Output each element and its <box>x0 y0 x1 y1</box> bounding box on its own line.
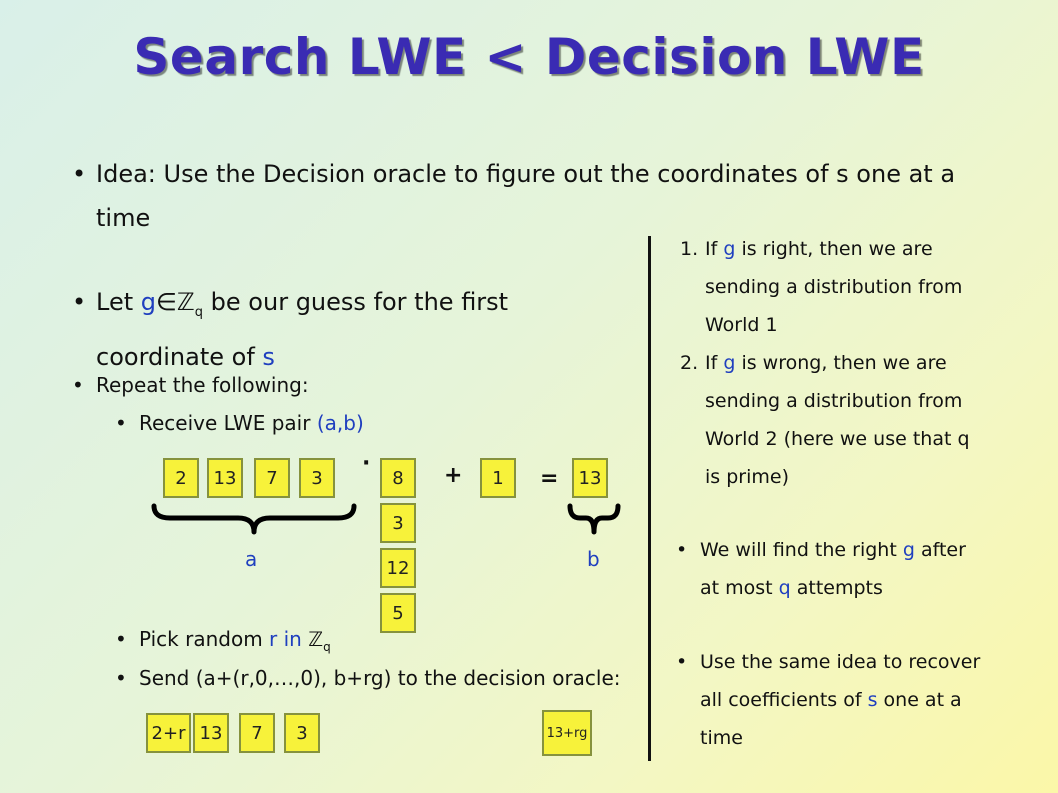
s-cell: 3 <box>380 503 416 543</box>
dot-symbol: · <box>362 451 371 476</box>
plus-symbol: + <box>444 463 463 488</box>
right-numbered-list: 1. If g is right, then we are sending a … <box>680 230 1040 496</box>
receive-bullet: Receive LWE pair (a,b) <box>115 406 364 440</box>
label-a: a <box>245 547 258 571</box>
a-brace <box>151 503 357 535</box>
a-cell: 2 <box>163 458 199 498</box>
send-bullet: Send (a+(r,0,…,0), b+rg) to the decision… <box>115 661 659 695</box>
equals-symbol: = <box>540 466 559 491</box>
recover-bullet: Use the same idea to recover all coeffic… <box>676 643 1040 757</box>
new-a-cell: 13 <box>193 713 229 753</box>
s-cell: 5 <box>380 593 416 633</box>
repeat-bullet: Repeat the following: <box>72 368 309 402</box>
slide-title: Search LWE < Decision LWE <box>133 28 925 86</box>
a-cell: 13 <box>207 458 243 498</box>
list-item-2: 2. If g is wrong, then we are sending a … <box>680 352 970 488</box>
new-b-cell: 13+rg <box>542 710 592 756</box>
guess-g: g <box>140 288 156 316</box>
s-cell: 8 <box>380 458 416 498</box>
a-cell: 7 <box>254 458 290 498</box>
attempts-bullet: We will find the right g after at most q… <box>676 531 1030 607</box>
pick-bullet: Pick random r in ℤq <box>115 622 331 664</box>
guess-bullet: Let g∈ℤq be our guess for the first coor… <box>72 280 656 379</box>
s-cell: 12 <box>380 548 416 588</box>
new-a-cell: 2+r <box>146 713 191 753</box>
column-divider <box>648 236 651 761</box>
label-b: b <box>587 547 600 571</box>
new-a-cell: 7 <box>239 713 275 753</box>
a-cell: 3 <box>299 458 335 498</box>
b-cell: 13 <box>572 458 608 498</box>
idea-bullet: Idea: Use the Decision oracle to figure … <box>72 152 976 240</box>
error-cell: 1 <box>480 458 516 498</box>
b-brace <box>567 503 621 535</box>
idea-text: Idea: Use the Decision oracle to figure … <box>96 160 956 232</box>
new-a-cell: 3 <box>284 713 320 753</box>
list-item-1: 1. If g is right, then we are sending a … <box>680 238 963 336</box>
